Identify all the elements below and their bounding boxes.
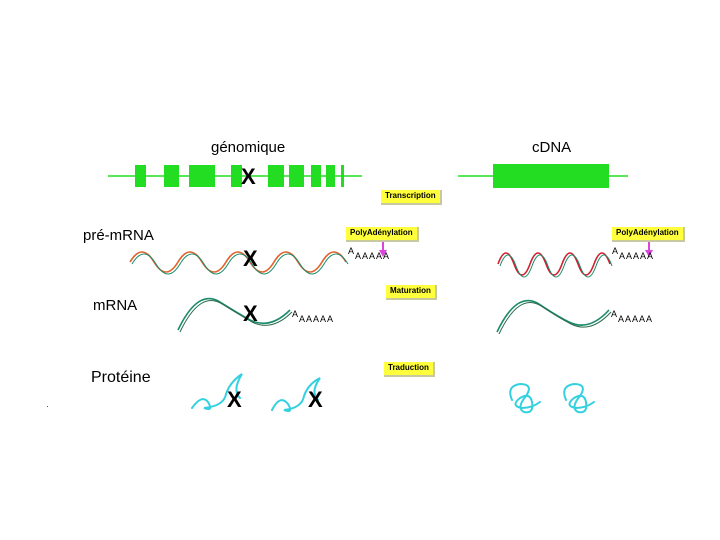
mutation-mark: X: [227, 387, 242, 412]
step-polyadenylation: PolyAdénylation: [346, 227, 419, 242]
mutation-mark: X: [243, 246, 258, 271]
genomic-title: génomique: [211, 139, 286, 156]
exon: [135, 165, 146, 187]
mutation-mark: X: [308, 387, 323, 412]
mrna-label: mRNA: [93, 297, 138, 314]
step-traduction: Traduction: [384, 362, 435, 377]
mutation-mark: X: [243, 301, 258, 326]
step-maturation: Maturation: [386, 285, 437, 300]
polyadenylation-arrow: [379, 240, 387, 257]
exon: [189, 165, 215, 187]
exon: [268, 165, 284, 187]
exon: [164, 165, 179, 187]
exon: [289, 165, 304, 187]
cdna-mrna-strand: [496, 299, 612, 335]
cdna-title: cDNA: [532, 139, 572, 156]
pre-mrna-strand: [129, 251, 349, 275]
exon: [341, 165, 344, 187]
cdna-gene: [458, 164, 628, 188]
poly-a-tail: AAAAAA: [292, 309, 335, 324]
poly-a-tail: AAAAAA: [348, 246, 391, 261]
cdna-exon-block: [493, 164, 609, 188]
mutation-mark: X: [241, 164, 256, 189]
truncated-protein: [191, 373, 321, 413]
stray-dot: [47, 406, 48, 407]
exon: [311, 165, 321, 187]
cdna-pre-mrna-strand: [497, 252, 613, 278]
mrna-strand: [177, 297, 293, 333]
poly-a-tail: AAAAAA: [611, 309, 654, 324]
step-transcription: Transcription: [381, 190, 442, 205]
exon: [231, 165, 242, 187]
step-polyadenylation-cdna: PolyAdénylation: [612, 227, 685, 242]
genomic-gene: [108, 165, 362, 187]
pre-mrna-label: pré-mRNA: [83, 227, 154, 244]
exon: [326, 165, 335, 187]
folded-protein: [509, 382, 595, 414]
cdna-polyadenylation-arrow: [645, 240, 653, 257]
protein-label: Protéine: [91, 369, 151, 386]
poly-a-tail: AAAAAA: [612, 246, 655, 261]
